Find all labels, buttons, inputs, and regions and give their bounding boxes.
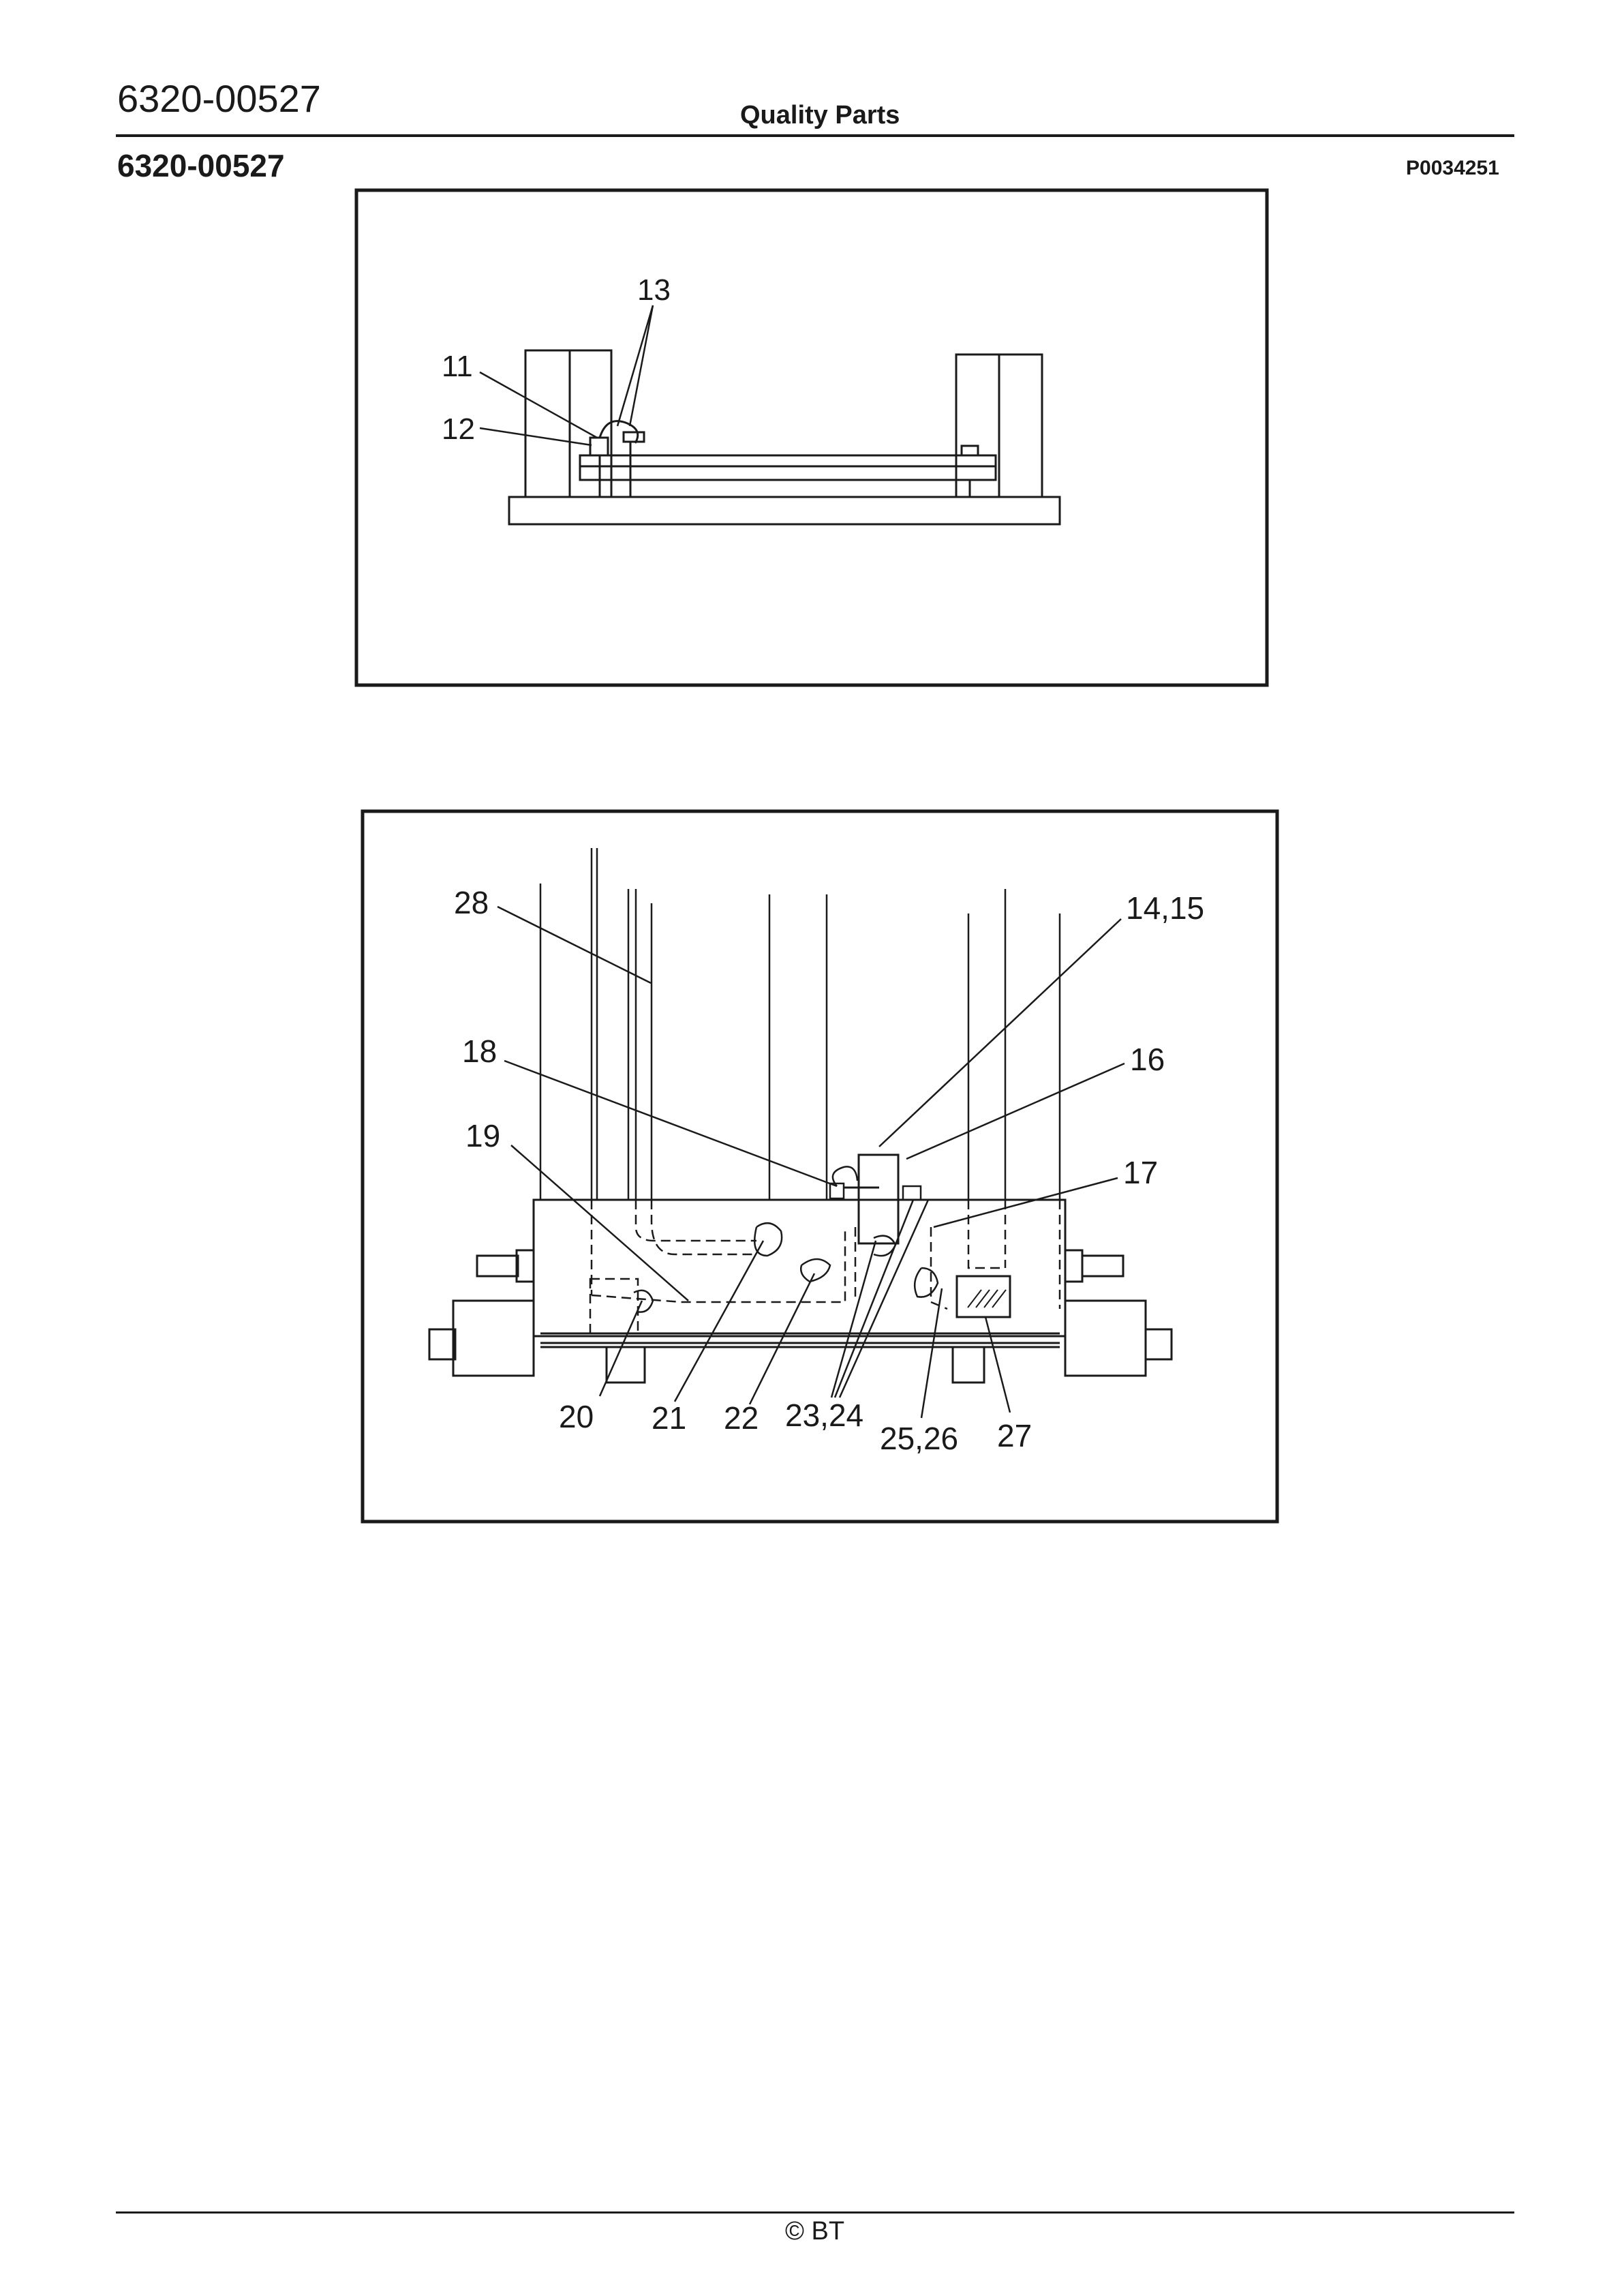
- left-hub-shaft: [476, 1254, 519, 1278]
- callout-label: 11: [442, 350, 473, 383]
- callout-label: 18: [462, 1033, 497, 1069]
- left-hub: [515, 1249, 535, 1283]
- right-side-block: [1064, 1299, 1147, 1377]
- header-title: Quality Parts: [740, 101, 900, 130]
- top-assembly-drawing: 13 11 12: [354, 188, 1269, 687]
- callout-label: 20: [559, 1399, 594, 1434]
- cylinder-head: [955, 1275, 1011, 1318]
- document-number-header: 6320-00527: [117, 77, 321, 120]
- lower-bracket-left: [605, 1346, 646, 1384]
- lower-bracket-right: [951, 1346, 985, 1384]
- hose-fittings: [633, 1166, 939, 1313]
- footer-rule: [116, 2211, 1514, 2214]
- left-upright: [524, 349, 613, 498]
- callout-label: 19: [465, 1118, 500, 1153]
- base-plate: [508, 496, 1061, 526]
- mast-uprights: [539, 848, 1061, 1200]
- callout-label: 23,24: [785, 1398, 863, 1433]
- callout-label: 16: [1130, 1042, 1165, 1077]
- right-hub-shaft: [1081, 1254, 1124, 1278]
- callout-leaders: [497, 905, 1125, 1419]
- callout-label: 14,15: [1126, 890, 1204, 926]
- document-number-subheader: 6320-00527: [117, 148, 285, 183]
- left-side-bolt: [428, 1328, 457, 1361]
- callout-label: 21: [652, 1400, 686, 1436]
- callout-label: 12: [442, 412, 475, 446]
- callout-label: 13: [637, 273, 671, 307]
- drawing-code: P0034251: [1406, 157, 1499, 179]
- bolt-head: [589, 436, 609, 457]
- clamp-nut: [622, 431, 645, 443]
- valve-block: [857, 1153, 900, 1245]
- footer-copyright: © BT: [785, 2217, 845, 2246]
- left-side-block: [452, 1299, 535, 1377]
- hatch: [967, 1289, 1007, 1308]
- header-rule: [116, 134, 1514, 137]
- callout-label: 17: [1123, 1155, 1158, 1190]
- right-hub: [1064, 1249, 1084, 1283]
- callout-label: 27: [997, 1418, 1032, 1453]
- carriage: [532, 1198, 1067, 1338]
- bolt-head-right: [960, 444, 979, 457]
- bottom-assembly-drawing: 28 14,15 18 16 19 17 20 21 22 23,24 25,2…: [361, 809, 1279, 1524]
- callout-label: 28: [454, 885, 489, 920]
- hose-clamp: [598, 420, 639, 444]
- top-figure-frame: [354, 188, 1269, 687]
- callout-label: 22: [724, 1400, 759, 1436]
- callout-label: 25,26: [880, 1421, 958, 1456]
- right-side-bolt: [1144, 1328, 1173, 1361]
- bottom-figure-frame: [361, 809, 1279, 1524]
- cross-bar: [579, 454, 997, 481]
- hose-routing: [589, 1200, 1061, 1335]
